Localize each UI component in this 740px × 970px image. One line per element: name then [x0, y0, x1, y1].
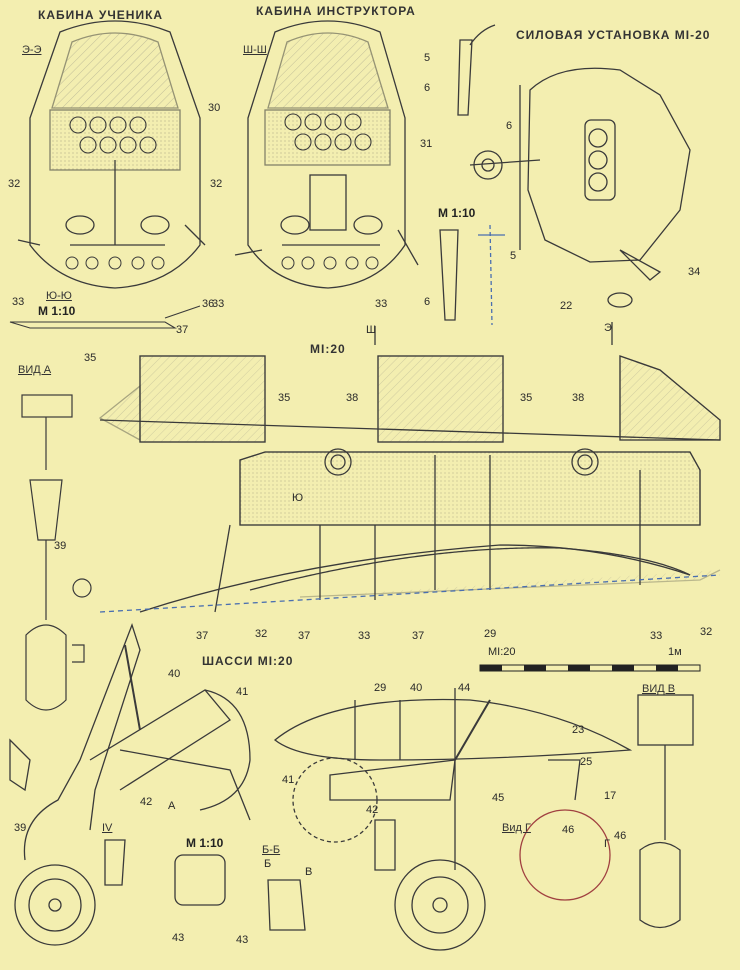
- callout-34: 34: [688, 266, 701, 278]
- section-yuyu-label: Ю-Ю: [46, 290, 72, 302]
- callout-43: 43: [172, 932, 185, 944]
- callout-43: 43: [236, 934, 249, 946]
- callout-38: 38: [572, 392, 585, 404]
- callout-35: 35: [84, 352, 97, 364]
- callout-42: 42: [140, 796, 153, 808]
- callout-44: 44: [458, 682, 471, 694]
- callout-37: 37: [412, 630, 425, 642]
- section-shsh-label: Ш-Ш: [243, 44, 267, 56]
- callout-40: 40: [168, 668, 181, 680]
- section-mark-yu: Ю: [292, 492, 304, 504]
- scale-m110-detail: М 1:10: [186, 836, 224, 850]
- section-b1b1-label: Б-Б: [262, 844, 281, 856]
- callout-6: 6: [424, 82, 431, 94]
- callout-5: 5: [424, 52, 431, 64]
- section-ee-label: Э-Э: [22, 44, 42, 56]
- section-yu-yu-drawing: [9, 305, 201, 329]
- callout-30: 30: [208, 102, 221, 114]
- callout-39: 39: [14, 822, 27, 834]
- view-a-title: ВИД А: [18, 364, 52, 376]
- arrow-g1-label: Г: [604, 838, 610, 850]
- callout-32: 32: [210, 178, 223, 190]
- scale-bar-label-left: МI:20: [488, 646, 516, 658]
- callout-5: 5: [510, 250, 517, 262]
- callout-41: 41: [236, 686, 249, 698]
- main-landing-gear-drawing: [9, 623, 251, 946]
- callout-6: 6: [424, 296, 431, 308]
- arrow-a1-label: А: [168, 800, 176, 812]
- callout-46: 46: [562, 824, 575, 836]
- fuselage-title: МI:20: [310, 342, 346, 356]
- callout-41: 41: [282, 774, 295, 786]
- callout-37: 37: [196, 630, 209, 642]
- power-plant-drawing: [439, 24, 691, 326]
- wing-and-gear-side-drawing: [267, 688, 694, 951]
- arrow-v1-label: В: [305, 866, 313, 878]
- callout-35: 35: [278, 392, 291, 404]
- fuselage-side-view-drawing: [98, 322, 721, 613]
- scale-m110-power: М 1:10: [438, 206, 476, 220]
- arrow-b1-label: Б: [264, 858, 272, 870]
- callout-33: 33: [650, 630, 663, 642]
- callout-38: 38: [346, 392, 359, 404]
- callout-29: 29: [484, 628, 497, 640]
- callout-36: 36: [202, 298, 215, 310]
- callout-37: 37: [298, 630, 311, 642]
- student-cabin-title: КАБИНА УЧЕНИКА: [38, 8, 164, 22]
- scale-bar-label-right: 1м: [668, 646, 682, 658]
- view-v-title: ВИД В: [642, 683, 676, 695]
- callout-42: 42: [366, 804, 379, 816]
- callout-46: 46: [614, 830, 627, 842]
- callout-40: 40: [410, 682, 423, 694]
- section-mark-sh: Ш: [366, 324, 377, 336]
- scale-m110-section: М 1:10: [38, 304, 76, 318]
- callout-45: 45: [492, 792, 505, 804]
- callout-22: 22: [560, 300, 573, 312]
- callout-23: 23: [572, 724, 585, 736]
- callout-39: 39: [54, 540, 67, 552]
- section-iv-label: IV: [102, 822, 113, 834]
- scale-bar: [479, 664, 701, 672]
- callout-25: 25: [580, 756, 593, 768]
- landing-gear-title: ШАССИ МI:20: [202, 654, 294, 668]
- callout-33: 33: [358, 630, 371, 642]
- view-g-title: Вид Г: [502, 822, 531, 834]
- instructor-cabin-title: КАБИНА ИНСТРУКТОРА: [256, 4, 416, 18]
- callout-32: 32: [8, 178, 21, 190]
- callout-31: 31: [420, 138, 433, 150]
- callout-29: 29: [374, 682, 387, 694]
- student-cabin-section-drawing: [17, 20, 206, 289]
- callout-32: 32: [700, 626, 713, 638]
- callout-33: 33: [375, 298, 388, 310]
- instructor-cabin-section-drawing: [234, 20, 419, 289]
- callout-35: 35: [520, 392, 533, 404]
- view-a-landing-gear-drawing: [21, 394, 92, 711]
- callout-32: 32: [255, 628, 268, 640]
- callout-37: 37: [176, 324, 189, 336]
- section-mark-e: Э: [604, 322, 612, 334]
- callout-17: 17: [604, 790, 617, 802]
- callout-33: 33: [12, 296, 25, 308]
- power-plant-title: СИЛОВАЯ УСТАНОВКА МI-20: [516, 28, 711, 42]
- callout-6: 6: [506, 120, 513, 132]
- callout-33: 33: [212, 298, 225, 310]
